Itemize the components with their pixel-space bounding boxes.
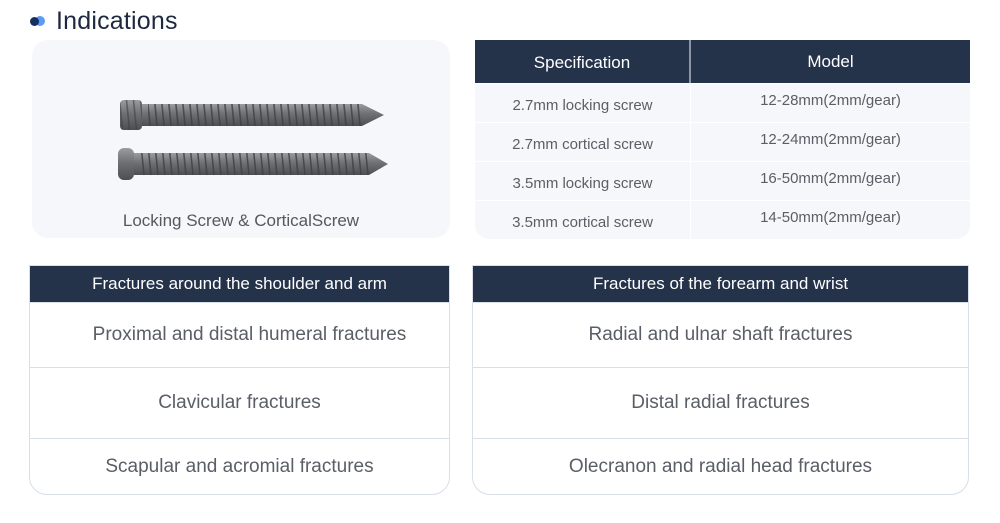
table-row: 2.7mm cortical screw 12-24mm(2mm/gear) xyxy=(475,122,970,161)
indication-heading: Fractures of the forearm and wrist xyxy=(473,266,968,302)
list-item: Proximal and distal humeral fractures xyxy=(30,302,449,367)
table-row: 2.7mm locking screw 12-28mm(2mm/gear) xyxy=(475,83,970,122)
model-cell: 14-50mm(2mm/gear) xyxy=(760,208,901,226)
page-title: Indications xyxy=(56,6,178,35)
table-row: 3.5mm cortical screw 14-50mm(2mm/gear) xyxy=(475,200,970,239)
model-cell: 12-28mm(2mm/gear) xyxy=(760,91,901,109)
spec-table: Specification Model 2.7mm locking screw … xyxy=(475,40,970,239)
list-item: Radial and ulnar shaft fractures xyxy=(473,302,968,367)
two-dots-icon xyxy=(29,15,47,27)
table-row: 3.5mm locking screw 16-50mm(2mm/gear) xyxy=(475,161,970,200)
list-item: Scapular and acromial fractures xyxy=(30,438,449,494)
model-cell: 12-24mm(2mm/gear) xyxy=(760,130,901,148)
spec-cell: 3.5mm locking screw xyxy=(475,162,691,200)
section-header: Indications xyxy=(29,4,178,38)
cortical-screw xyxy=(118,148,388,180)
indication-card-shoulder-arm: Fractures around the shoulder and arm Pr… xyxy=(29,265,450,495)
model-cell: 16-50mm(2mm/gear) xyxy=(760,169,901,187)
spec-table-header: Specification Model xyxy=(475,40,970,83)
image-caption: Locking Screw & CorticalScrew xyxy=(122,211,360,230)
spec-cell: 3.5mm cortical screw xyxy=(475,201,691,239)
screw-image xyxy=(118,100,388,180)
spec-cell: 2.7mm locking screw xyxy=(475,84,691,122)
list-item: Clavicular fractures xyxy=(30,367,449,438)
list-item: Olecranon and radial head fractures xyxy=(473,438,968,494)
list-item: Distal radial fractures xyxy=(473,367,968,438)
column-header-specification: Specification xyxy=(475,40,691,83)
indication-card-forearm-wrist: Fractures of the forearm and wrist Radia… xyxy=(472,265,969,495)
column-header-model: Model xyxy=(807,51,854,71)
product-image-card: Locking Screw & CorticalScrew xyxy=(32,40,450,238)
indication-heading: Fractures around the shoulder and arm xyxy=(30,266,449,302)
locking-screw xyxy=(120,100,384,130)
spec-cell: 2.7mm cortical screw xyxy=(475,123,691,161)
